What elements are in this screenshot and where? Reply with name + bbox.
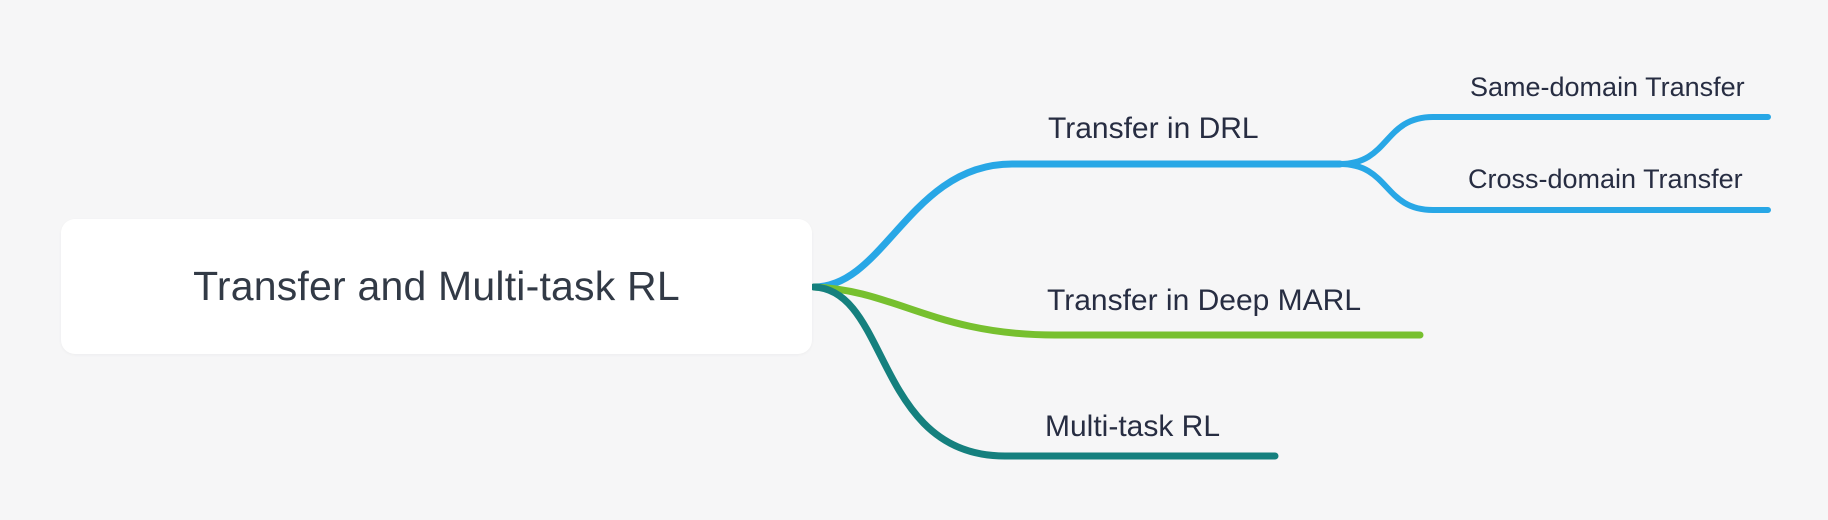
edge-fork-to-cross-domain	[1337, 161, 1771, 213]
edge-root-to-deep-marl	[810, 283, 1424, 339]
node-transfer-in-deep-marl[interactable]: Transfer in Deep MARL	[1047, 284, 1362, 317]
node-multi-task-rl[interactable]: Multi-task RL	[1045, 410, 1221, 443]
root-node[interactable]: Transfer and Multi-task RL	[61, 219, 812, 354]
edge-fork-to-same-domain	[1337, 114, 1771, 167]
node-transfer-in-drl[interactable]: Transfer in DRL	[1048, 112, 1259, 145]
node-cross-domain-transfer[interactable]: Cross-domain Transfer	[1468, 164, 1743, 194]
node-same-domain-transfer[interactable]: Same-domain Transfer	[1470, 72, 1745, 102]
edge-root-to-multitask	[810, 283, 1279, 460]
edge-root-to-transfer-drl	[810, 160, 1344, 291]
root-node-label: Transfer and Multi-task RL	[193, 263, 680, 309]
